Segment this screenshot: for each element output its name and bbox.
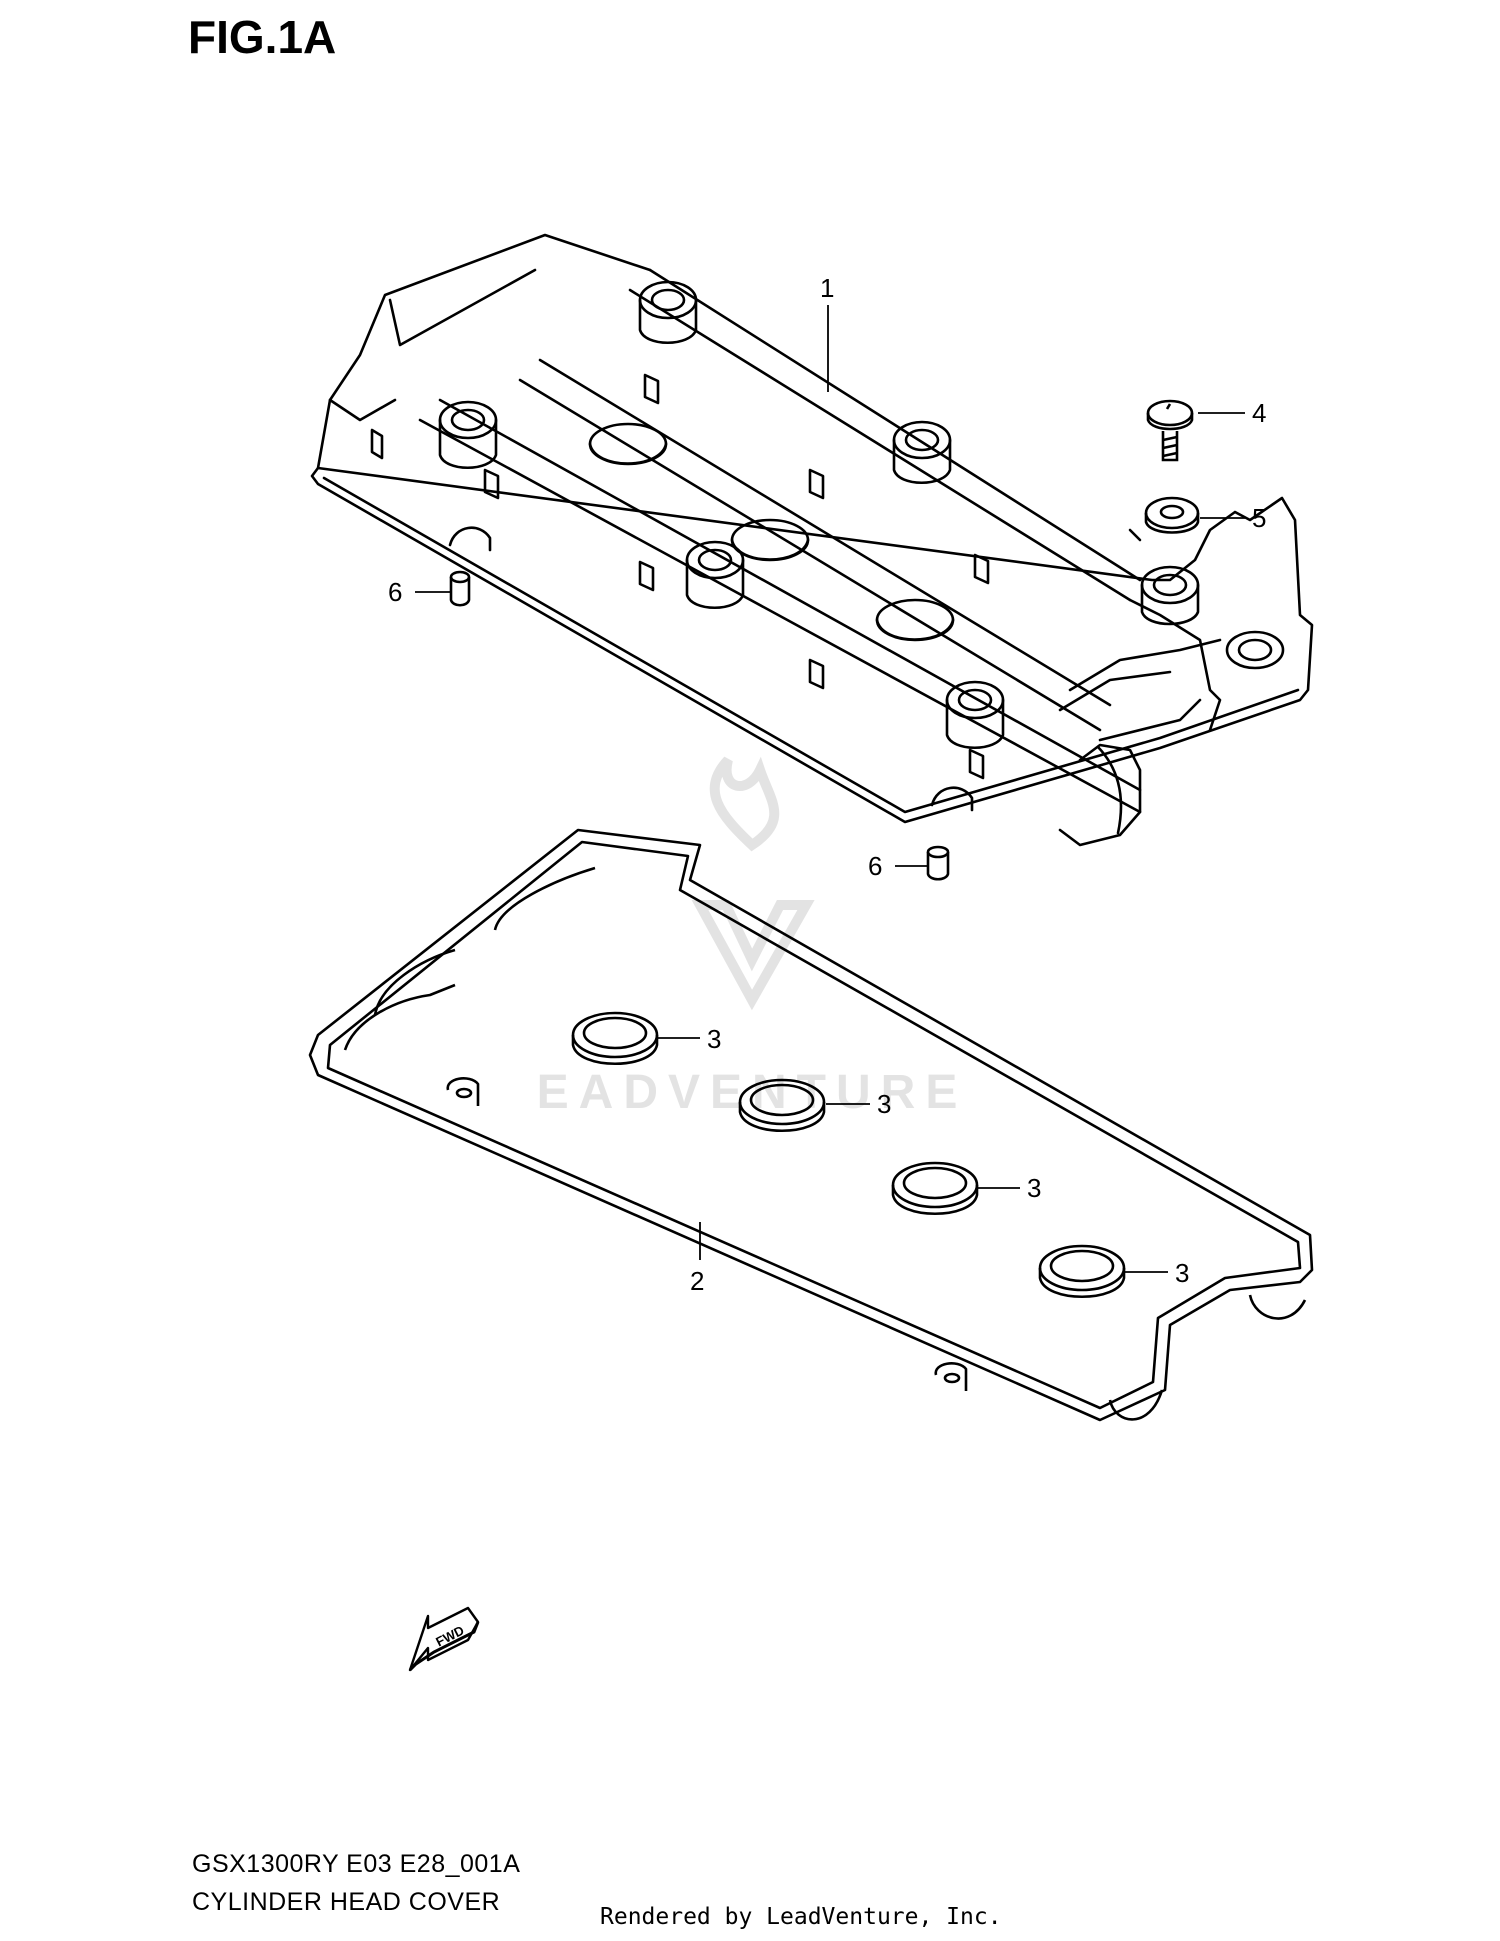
model-code: GSX1300RY E03 E28_001A [192, 1850, 521, 1878]
plug-hole-seal-part-1 [571, 1011, 659, 1066]
callout-5: 5 [1252, 503, 1266, 533]
figure-title: FIG.1A [188, 11, 337, 63]
callout-labels: 1 2 3 3 3 3 4 5 6 6 [388, 273, 1266, 1296]
plug-hole-seal-part-4 [1038, 1244, 1126, 1299]
callout-6b: 6 [868, 851, 882, 881]
head-cover-gasket-part [308, 828, 1314, 1422]
callout-4: 4 [1252, 398, 1266, 428]
callout-2: 2 [690, 1266, 704, 1296]
plug-hole-seal-part-3 [891, 1161, 979, 1216]
bolt-boss-group-front [438, 400, 1005, 749]
callout-3b: 3 [877, 1089, 891, 1119]
cylinder-head-cover-part [310, 233, 1314, 847]
bolt-part [1146, 399, 1194, 462]
callout-3d: 3 [1175, 1258, 1189, 1288]
grommet-part [1144, 496, 1200, 534]
callout-6a: 6 [388, 577, 402, 607]
leader-lines [415, 305, 1245, 1273]
rendered-by-credit: Rendered by LeadVenture, Inc. [600, 1904, 1002, 1930]
dowel-pin-part-right [926, 845, 950, 881]
callout-3c: 3 [1027, 1173, 1041, 1203]
section-name: CYLINDER HEAD COVER [192, 1888, 501, 1916]
plug-hole-seal-part-2 [738, 1078, 826, 1133]
dowel-pin-part-left [449, 570, 471, 607]
forward-direction-arrow: FWD [408, 1606, 480, 1672]
cover-ribs [370, 373, 1142, 780]
watermark: EADVENTURE [537, 756, 968, 1119]
callout-1: 1 [820, 273, 834, 303]
bolt-boss-group-rear [638, 280, 1285, 670]
watermark-logo-icon [691, 756, 815, 1011]
callout-3a: 3 [707, 1024, 721, 1054]
watermark-text: EADVENTURE [537, 1066, 968, 1119]
